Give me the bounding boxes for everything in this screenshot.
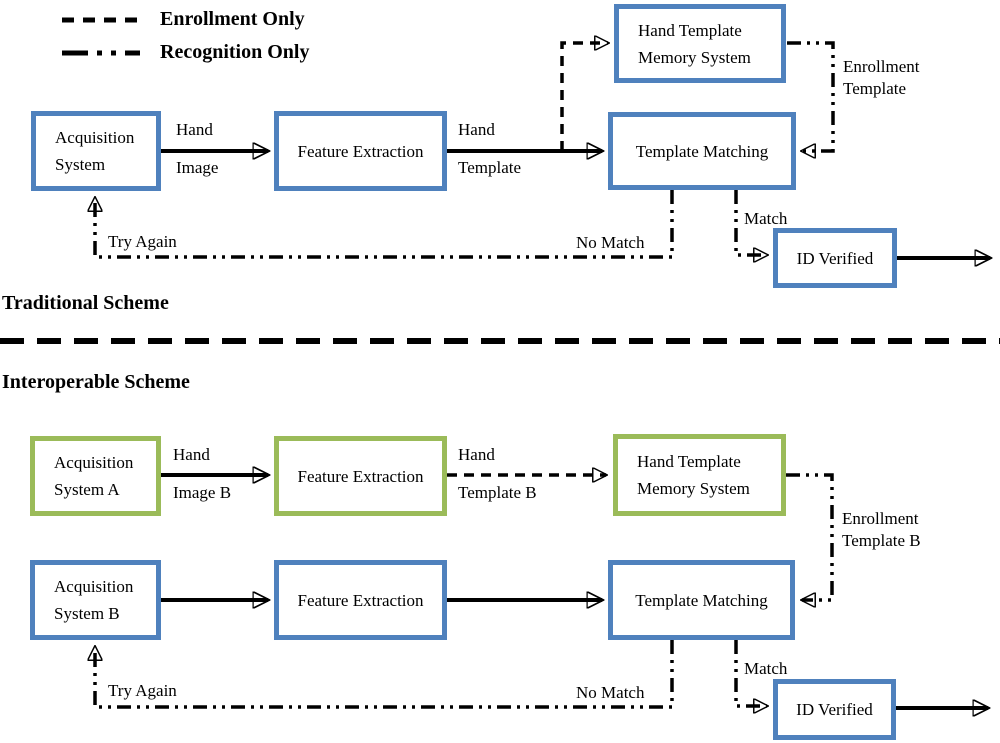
- arrow-enrollment-template-b: [786, 473, 834, 600]
- traditional-scheme-title: Traditional Scheme: [2, 292, 169, 314]
- box-acquisition-system: Acquisition System: [31, 111, 161, 191]
- label-hand: Hand: [176, 120, 213, 139]
- label-hand-b: Hand: [173, 445, 210, 464]
- arrow-match-to-id-verified-b: [734, 640, 767, 706]
- label-template: Template: [458, 158, 522, 177]
- label-no-match: No Match: [576, 233, 645, 252]
- label-hand-2: Hand: [458, 120, 495, 139]
- label-hand-2b: Hand: [458, 445, 495, 464]
- box-feature-extraction-b: Feature Extraction: [274, 560, 447, 640]
- label-enrollment-template: Enrollment Template: [843, 57, 920, 98]
- box-id-verified-b: ID Verified: [773, 679, 896, 740]
- arrow-match-to-id-verified: [734, 190, 767, 255]
- box-feature-extraction: Feature Extraction: [274, 111, 447, 191]
- box-hand-template-memory-b: Hand Template Memory System: [613, 434, 786, 516]
- label-image-b: Image B: [173, 483, 232, 502]
- label-template-b: Template B: [458, 483, 537, 502]
- legend-recognition-label: Recognition Only: [160, 41, 310, 63]
- label-image: Image: [176, 158, 219, 177]
- box-acquisition-system-a: Acquisition System A: [30, 436, 161, 516]
- arrow-no-match-try-again: [95, 190, 674, 259]
- label-try-again: Try Again: [108, 232, 177, 251]
- interoperable-scheme-title: Interoperable Scheme: [2, 371, 190, 393]
- label-try-again-b: Try Again: [108, 681, 177, 700]
- box-template-matching: Template Matching: [608, 112, 796, 190]
- box-template-matching-b: Template Matching: [608, 560, 795, 640]
- legend-enrollment-label: Enrollment Only: [160, 8, 305, 30]
- box-feature-extraction-a: Feature Extraction: [274, 436, 447, 516]
- box-acquisition-system-b: Acquisition System B: [30, 560, 161, 640]
- arrow-enrollment-template: [787, 41, 835, 151]
- box-hand-template-memory: Hand Template Memory System: [614, 4, 786, 83]
- arrow-enroll-to-memory: [560, 43, 608, 151]
- box-id-verified: ID Verified: [773, 228, 897, 288]
- label-match: Match: [744, 209, 788, 228]
- label-enrollment-template-b: Enrollment Template B: [842, 509, 921, 550]
- label-no-match-b: No Match: [576, 683, 645, 702]
- arrow-no-match-try-again-b: [95, 640, 674, 709]
- label-match-b: Match: [744, 659, 788, 678]
